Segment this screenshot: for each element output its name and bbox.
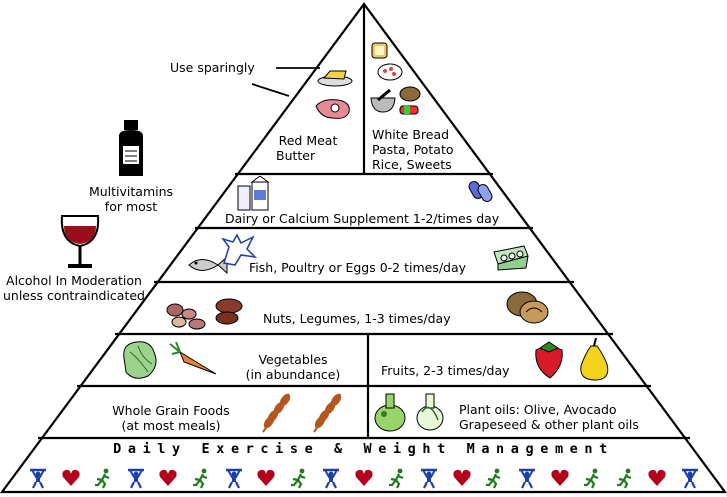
whole-grains-label: Whole Grain Foods (at most meals) [103,403,239,433]
heart-icon [159,469,177,486]
exercise-icons-row [28,466,700,490]
runner-icon [616,468,632,489]
plant-oils-label: Plant oils: Olive, Avocado Grapeseed & o… [459,402,639,432]
dairy-label: Dairy or Calcium Supplement 1-2/times da… [225,211,500,226]
lifter-icon [421,468,438,489]
wheat-icon [313,393,342,433]
runner-icon [290,468,306,489]
lifter-icon [518,468,535,489]
heart-icon [355,469,373,486]
bread-icon [371,42,388,59]
for-most-line: for most [104,199,158,214]
lifter-icon [323,468,340,489]
heart-icon [62,469,80,486]
lifter-icon [127,468,144,489]
butter-icon [317,70,353,87]
strawberry-icon [535,341,563,379]
runner-icon [192,468,208,489]
heart-icon [453,469,471,486]
olive-oil-bottle-icon [374,393,406,432]
wine-glass-icon [60,215,100,268]
wheat-icon [262,393,291,433]
steak-icon [315,99,350,119]
runner-icon [486,468,501,489]
whole-grain-line: Whole Grain Foods [112,403,230,418]
legumes-icon [166,303,206,330]
fruits-label: Fruits, 2-3 times/day [381,363,510,378]
alcohol-note: Alcohol In Moderation unless contraindic… [0,273,148,303]
heart-icon [648,469,666,486]
walnut-icon [506,291,549,324]
candy-icon [399,105,419,115]
grapeseed-line: Grapeseed & other plant oils [459,417,639,432]
oil-cruet-icon [416,393,444,431]
kidney-bean-icon [215,298,243,325]
runner-icon [95,468,110,489]
potato-icon [399,86,421,102]
rice-sweets-line: Rice, Sweets [372,157,452,172]
plant-oils-line: Plant oils: Olive, Avocado [459,402,617,417]
pear-icon [580,337,609,381]
runner-icon [388,468,403,489]
lifter-icon [681,468,698,489]
use-sparingly-note: Use sparingly [170,60,255,75]
white-bread-line: White Bread [372,127,450,142]
carrot-icon [169,342,217,375]
fish-poultry-eggs-label: Fish, Poultry or Eggs 0-2 times/day [249,260,467,275]
multivitamins-line: Multivitamins [88,184,174,199]
at-most-meals-line: (at most meals) [121,418,221,433]
heart-icon [257,469,275,486]
red-meat-label: Red Meat Butter [270,133,346,163]
vitamin-bottle-icon [119,120,143,176]
abundance-line: (in abundance) [245,367,341,382]
egg-carton-icon [493,245,529,271]
alcohol-line: Alcohol In Moderation [6,273,142,288]
nuts-legumes-label: Nuts, Legumes, 1-3 times/day [263,311,451,326]
poultry-icon [221,233,258,266]
vegetables-label: Vegetables (in abundance) [238,352,348,382]
heart-icon [550,469,569,486]
mortar-icon [370,88,396,113]
butter-line: Butter [276,148,316,163]
milk-glass-icon [237,176,270,211]
red-meat-line: Red Meat [278,133,338,148]
vegetables-line: Vegetables [258,352,328,367]
pasta-potato-line: Pasta, Potato [372,142,454,157]
lifter-icon [225,468,242,489]
pasta-bowl-icon [377,63,403,81]
lettuce-icon [123,341,157,379]
exercise-banner: Daily Exercise & Weight Management [113,441,614,457]
supplement-pills-icon [468,181,493,202]
runner-icon [584,468,599,489]
sweets-starches-label: White Bread Pasta, Potato Rice, Sweets [372,127,454,172]
multivitamins-note: Multivitamins for most [76,184,186,214]
contraindicated-line: unless contraindicated [2,288,145,303]
lifter-icon [30,468,46,489]
